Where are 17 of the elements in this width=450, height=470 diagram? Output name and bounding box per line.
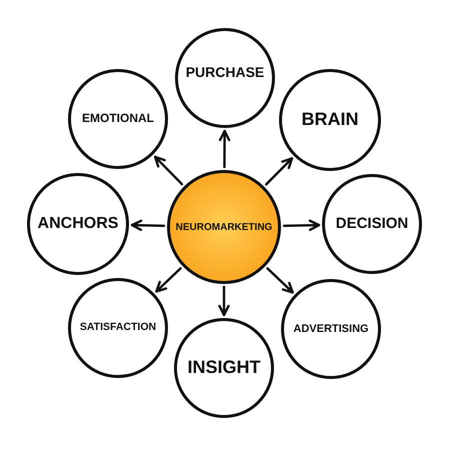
arrow [218,130,230,168]
circle-label: ANCHORS [38,215,118,233]
arrow [130,220,166,231]
arrow [265,157,294,186]
circle-label: EMOTIONAL [82,112,154,126]
arrow [154,156,184,186]
circle-label: PURCHASE [186,65,264,81]
circle-label: INSIGHT [187,358,260,378]
arrow [218,286,230,316]
circle-label: SATISFACTION [80,322,156,334]
hub-label: NEUROMARKETING [176,222,272,232]
arrow [266,267,294,294]
arrow [155,267,182,293]
circle-label: BRAIN [302,110,358,130]
circle-label: DECISION [336,216,408,232]
arrow [282,220,320,231]
circle-label: ADVERTISING [293,322,369,336]
